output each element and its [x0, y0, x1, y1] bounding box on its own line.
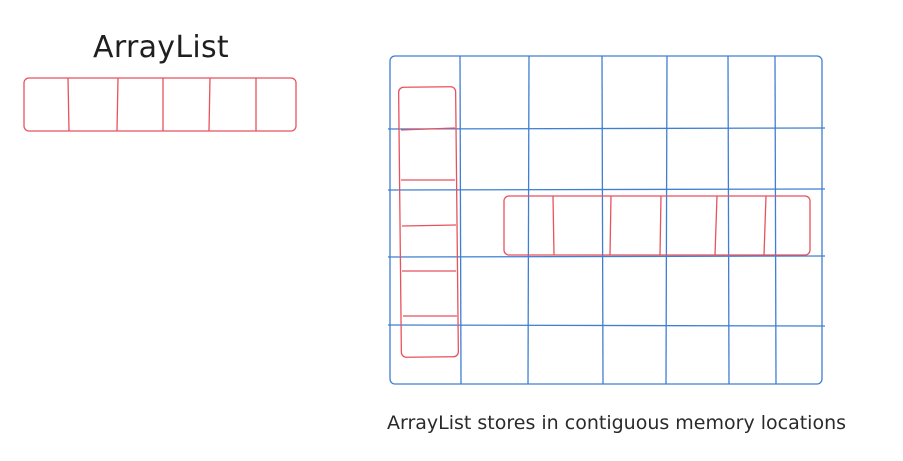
memory-grid-border [389, 55, 823, 385]
horizontal-arraylist-outline [503, 195, 811, 256]
grid-column-line [527, 55, 530, 385]
grid-column-line [727, 55, 730, 385]
grid-column-line [665, 55, 668, 385]
arraylist-cell-divider [208, 77, 211, 132]
arraylist-cell-divider [116, 77, 119, 132]
horizontal-arraylist [503, 195, 811, 256]
vertical-arraylist-cell-divider [400, 127, 456, 131]
horizontal-arraylist-cell-divider [609, 195, 612, 256]
horizontal-arraylist-cell-divider [714, 195, 718, 256]
diagram-title: ArrayList [93, 30, 229, 65]
arraylist-outline [23, 77, 297, 132]
grid-row-line [387, 324, 826, 327]
grid-row-line [387, 127, 826, 130]
vertical-arraylist-outline [397, 86, 460, 358]
arraylist-cell-divider [67, 77, 70, 132]
vertical-arraylist-cell-divider [401, 224, 457, 227]
horizontal-arraylist-cell-divider [552, 195, 555, 256]
grid-row-line [387, 255, 826, 258]
memory-grid [387, 55, 826, 385]
grid-row-line [387, 188, 826, 191]
vertical-arraylist [397, 86, 460, 358]
standalone-arraylist [23, 77, 297, 132]
grid-column-line [459, 55, 462, 385]
grid-column-line [601, 55, 604, 385]
horizontal-arraylist-cell-divider [659, 195, 662, 256]
grid-column-line [774, 55, 777, 385]
horizontal-arraylist-cell-divider [763, 195, 767, 256]
diagram-caption: ArrayList stores in contiguous memory lo… [386, 412, 847, 434]
